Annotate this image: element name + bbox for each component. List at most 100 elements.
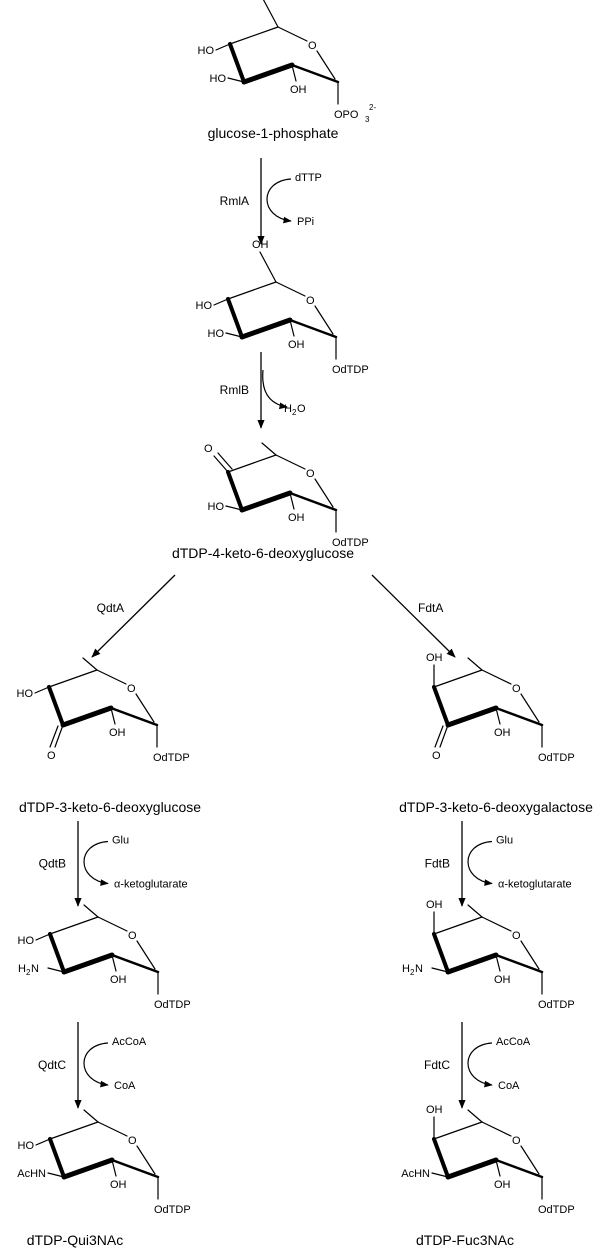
enzyme-label: RmlB (220, 383, 249, 397)
ring-oxygen-label: O (512, 683, 521, 695)
anomeric-substituent-label: OdTDP (538, 999, 575, 1011)
methyl-bond (83, 904, 99, 918)
glucose-1-phosphate-caption: glucose-1-phosphate (208, 125, 339, 141)
c4-carbonyl-oxygen-label: O (204, 443, 213, 455)
ring-bond (97, 916, 128, 932)
c2-hydroxyl-label: OH (494, 974, 511, 986)
c2-hydroxyl-label: OH (288, 339, 305, 351)
ring-bond (48, 932, 66, 974)
cofactor-in-label: dTTP (295, 172, 322, 184)
c4-hydroxyl-label: OH (426, 1104, 443, 1116)
c3-hydroxyl-label: HO (208, 501, 225, 513)
c3-bond (431, 967, 449, 973)
cofactor-arrow (467, 840, 493, 886)
qdta-arrow (91, 574, 176, 658)
c3-acetamido-label: AcHN (401, 1168, 430, 1180)
amine-n: N (415, 963, 423, 975)
water-label-h: H (284, 403, 292, 415)
methyl-bond (83, 1109, 99, 1123)
phosphate-charge: 2- (369, 103, 376, 112)
c3-bond (47, 967, 65, 973)
ring-oxygen-label: O (127, 683, 136, 695)
c4-carbonyl-bond (217, 452, 233, 470)
c3-hydroxyl-label: HO (208, 328, 225, 340)
c4-bond (215, 43, 231, 51)
ring-bond (316, 50, 336, 80)
ring-bond (433, 669, 483, 688)
ring-oxygen-label: O (512, 1135, 521, 1147)
fuc3nac-caption: dTDP-Fuc3NAc (416, 1232, 514, 1248)
c3-carbonyl-oxygen-label: O (432, 750, 441, 762)
anomeric-substituent-label: OdTDP (153, 752, 190, 764)
methyl-bond (261, 442, 277, 456)
fdta-arrow (371, 574, 456, 658)
c3-bond (47, 1172, 65, 1178)
ring-bond (109, 706, 159, 727)
ring-bond (135, 693, 155, 723)
ring-bond (61, 952, 115, 975)
ring-bond (494, 706, 544, 727)
g1p-structure: OOHHOHOOHOPO32- (198, 0, 376, 124)
cofactor-out-label: PPi (297, 216, 314, 228)
c3-acetamido-label: AcHN (17, 1168, 46, 1180)
methyl-bond (467, 904, 483, 918)
ring-bond (49, 916, 99, 935)
ring-bond (445, 1157, 499, 1180)
ring-bond (228, 42, 246, 84)
c3-bond (431, 1172, 449, 1178)
ring-bond (229, 26, 279, 45)
cofactor-out-label: CoA (114, 1080, 136, 1092)
ring-bond (433, 916, 483, 935)
c4-hydroxyl-label: HO (196, 300, 213, 312)
keto3-glc-caption: dTDP-3-keto-6-deoxyglucose (19, 799, 201, 815)
ring-bond (96, 669, 127, 685)
ring-bond (481, 916, 512, 932)
water-label-o: O (297, 403, 306, 415)
ring-oxygen-label: O (306, 468, 315, 480)
ring-bond (110, 953, 160, 974)
ring-bond (226, 470, 244, 512)
cofactor-in-label: Glu (112, 835, 129, 847)
ring-bond (314, 305, 334, 335)
cofactor-in-label: Glu (496, 835, 513, 847)
c2-bond (111, 954, 117, 972)
amine-subscript: 2 (26, 968, 31, 977)
cofactor-out-label: α-ketoglutarate (114, 879, 188, 891)
ring-bond (48, 669, 98, 688)
c3-amine-label: H (18, 963, 26, 975)
c4-hydroxyl-label: HO (17, 688, 34, 700)
ring-bond (227, 281, 277, 300)
ring-bond (61, 1157, 115, 1180)
ring-bond (432, 1137, 450, 1179)
ring-bond (520, 1145, 540, 1175)
c2-bond (289, 319, 295, 337)
ring-bond (47, 685, 65, 727)
cofactor-in-label: AcCoA (112, 1036, 147, 1048)
cofactor-out-label: CoA (498, 1080, 520, 1092)
c3-hydroxyl-label: HO (210, 73, 227, 85)
anomeric-substituent-label: OdTDP (538, 752, 575, 764)
c2-hydroxyl-label: OH (494, 1179, 511, 1191)
c4-hydroxyl-label: OH (426, 652, 443, 664)
ring-bond (494, 953, 544, 974)
c3-carbonyl-bond (54, 724, 64, 748)
anomeric-substituent-label: OdTDP (154, 1204, 191, 1216)
c4-bond (34, 686, 50, 694)
cofactor-out-label: α-ketoglutarate (498, 879, 572, 891)
c6-bond (259, 251, 277, 283)
anomeric-substituent-label: OdTDP (154, 999, 191, 1011)
ring-bond (520, 693, 540, 723)
cofactor-arrow (83, 840, 109, 886)
c3-bond (227, 77, 245, 83)
enzyme-label: RmlA (220, 194, 249, 208)
ring-bond (48, 1137, 66, 1179)
ring-bond (288, 318, 338, 339)
c3-carbonyl-bond (439, 724, 449, 748)
